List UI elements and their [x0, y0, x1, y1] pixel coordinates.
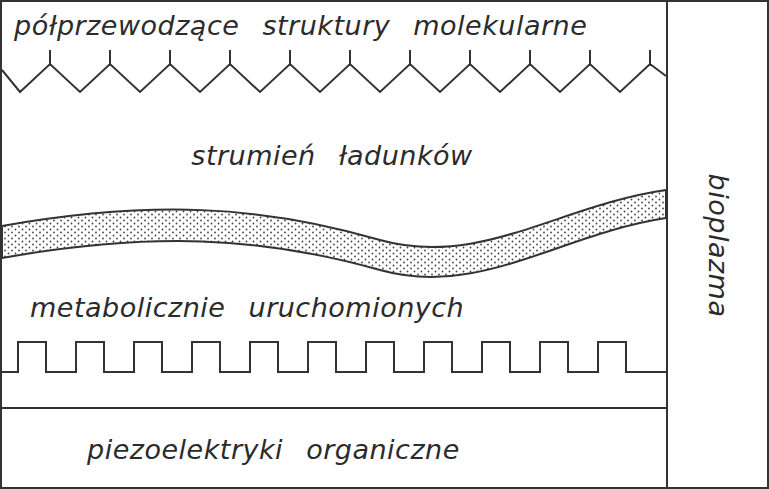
bioplazma-band: bioplazma: [666, 0, 769, 489]
charge-stream-band: [2, 190, 666, 277]
main-panel: półprzewodzące struktury molekularne stru…: [0, 0, 668, 489]
semiconductor-label: półprzewodzące struktury molekularne: [14, 10, 587, 41]
piezo-label: piezoelektryki organiczne: [87, 434, 460, 465]
metabolic-label: metabolicznie uruchomionych: [30, 292, 464, 323]
zigzag-chain: [2, 50, 666, 92]
stream-label: strumień ładunków: [191, 140, 472, 171]
bioplazma-label: bioplazma: [703, 174, 734, 318]
square-wave: [2, 342, 666, 372]
divider-line: [2, 407, 666, 409]
